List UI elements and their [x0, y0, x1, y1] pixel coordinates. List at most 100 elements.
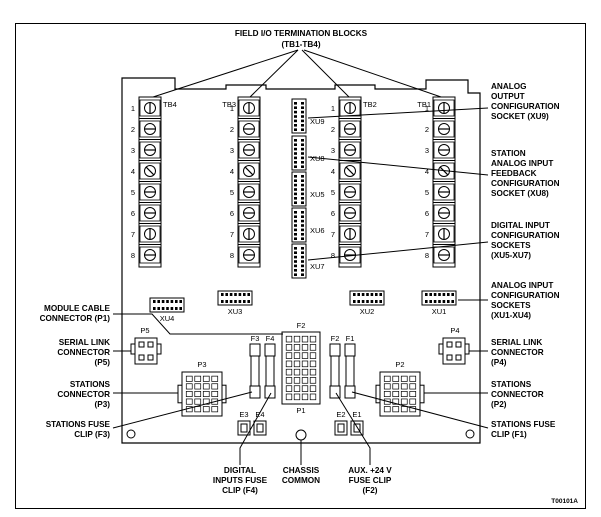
socket-label: XU3 [228, 307, 243, 316]
callout-analog-output: ANALOG OUTPUT CONFIGURATION SOCKET (XU9) [307, 82, 560, 121]
terminal-number: 6 [230, 209, 234, 218]
svg-text:(XU5-XU7): (XU5-XU7) [491, 251, 531, 260]
svg-text:(P5): (P5) [95, 358, 111, 367]
terminal-number: 2 [331, 125, 335, 134]
terminal-block-tb2: TB2 1 2 3 456 7 8 [331, 96, 377, 268]
terminal-screw: 7 [425, 223, 455, 243]
svg-text:CONNECTOR: CONNECTOR [57, 348, 110, 357]
callout-digital-fuse: DIGITAL INPUTS FUSE CLIP (F4) [213, 392, 272, 495]
svg-text:CLIP (F1): CLIP (F1) [491, 430, 527, 439]
svg-text:DIGITAL: DIGITAL [224, 466, 256, 475]
svg-text:STATION: STATION [491, 149, 526, 158]
terminal-number: 7 [230, 230, 234, 239]
svg-text:ANALOG: ANALOG [491, 82, 526, 91]
terminal-block-label: TB3 [222, 100, 236, 109]
svg-text:SOCKETS: SOCKETS [491, 301, 531, 310]
svg-text:SERIAL LINK: SERIAL LINK [491, 338, 542, 347]
svg-text:SOCKET (XU8): SOCKET (XU8) [491, 189, 549, 198]
terminal-number: 8 [425, 251, 429, 260]
terminal-screw: 5 [131, 181, 161, 201]
terminal-number: 3 [131, 146, 135, 155]
terminal-screw: 5 [230, 181, 260, 201]
fuse-f2-label: F2 [331, 334, 340, 343]
terminal-screw: 6 [331, 202, 361, 222]
svg-text:CONFIGURATION: CONFIGURATION [491, 179, 560, 188]
socket-xu5: XU5 [291, 171, 325, 207]
socket-label: XU8 [310, 154, 325, 163]
leds: E3 E4 E2 E1 [237, 410, 364, 436]
connector-p3: P3 [177, 360, 227, 417]
terminal-screw: 3 [331, 139, 361, 159]
terminal-block-label: TB2 [363, 100, 377, 109]
terminal-number: 3 [425, 146, 429, 155]
mount-hole-right [465, 429, 475, 439]
terminal-screw: 6 [230, 202, 260, 222]
terminal-screw: 2 [230, 118, 260, 138]
svg-text:CONFIGURATION: CONFIGURATION [491, 102, 560, 111]
svg-text:FEEDBACK: FEEDBACK [491, 169, 537, 178]
terminal-screw: 8 [131, 244, 161, 264]
fuse-f3 [249, 343, 261, 399]
connector-p1: F2 P1 [281, 321, 321, 415]
terminal-blocks: TB412345678TB312345678TB212345678TB11234… [131, 96, 456, 268]
terminal-screw: 1 [230, 99, 260, 117]
terminal-number: 5 [131, 188, 135, 197]
terminal-number: 5 [425, 188, 429, 197]
figure-id: T00101A [551, 498, 578, 505]
svg-text:AUX. +24 V: AUX. +24 V [348, 466, 392, 475]
svg-text:CLIP (F3): CLIP (F3) [74, 430, 110, 439]
svg-text:ANALOG INPUT: ANALOG INPUT [491, 159, 553, 168]
led-e3-label: E3 [239, 410, 248, 419]
terminal-screw: 8 [331, 244, 361, 264]
svg-text:INPUTS FUSE: INPUTS FUSE [213, 476, 268, 485]
svg-text:(P2): (P2) [491, 400, 507, 409]
terminal-number: 6 [131, 209, 135, 218]
terminal-number: 2 [131, 125, 135, 134]
svg-text:CHASSIS: CHASSIS [283, 466, 320, 475]
terminal-number: 8 [230, 251, 234, 260]
terminal-number: 1 [131, 104, 135, 113]
terminal-number: 7 [331, 230, 335, 239]
svg-text:ANALOG INPUT: ANALOG INPUT [491, 281, 553, 290]
socket-xu9: XU9 [291, 98, 325, 134]
fuse-f1 [344, 343, 356, 399]
callout-serial-p5: SERIAL LINK CONNECTOR (P5) [57, 338, 131, 367]
svg-text:(XU1-XU4): (XU1-XU4) [491, 311, 531, 320]
fuse-f4-label: F4 [266, 334, 275, 343]
socket-xu1: XU1 [421, 290, 457, 316]
terminal-number: 3 [331, 146, 335, 155]
callout-chassis: CHASSIS COMMON [282, 440, 320, 485]
callout-analog-input: ANALOG INPUT CONFIGURATION SOCKETS (XU1-… [458, 281, 560, 320]
svg-text:(P4): (P4) [491, 358, 507, 367]
svg-text:CONFIGURATION: CONFIGURATION [491, 231, 560, 240]
terminal-screw: 2 [331, 118, 361, 138]
connector-p5: P5 [130, 326, 162, 365]
terminal-number: 5 [230, 188, 234, 197]
svg-text:STATIONS: STATIONS [491, 380, 532, 389]
fuse-f3-label: F3 [251, 334, 260, 343]
svg-text:OUTPUT: OUTPUT [491, 92, 525, 101]
svg-text:(P3): (P3) [95, 400, 111, 409]
terminal-screw: 4 [230, 160, 260, 180]
terminal-screw: 5 [331, 181, 361, 201]
callout-stations-p2: STATIONS CONNECTOR (P2) [424, 380, 544, 409]
svg-text:(F2): (F2) [362, 486, 377, 495]
terminal-number: 1 [331, 104, 335, 113]
terminal-screw: 4 [331, 160, 361, 180]
terminal-screw: 6 [425, 202, 455, 222]
terminal-screw: 2 [425, 118, 455, 138]
terminal-number: 1 [230, 104, 234, 113]
terminal-screw: 6 [131, 202, 161, 222]
svg-text:CLIP (F4): CLIP (F4) [222, 486, 258, 495]
callout-aux-fuse: AUX. +24 V FUSE CLIP (F2) [335, 392, 392, 495]
svg-text:SERIAL LINK: SERIAL LINK [59, 338, 110, 347]
terminal-block-label: TB4 [163, 100, 177, 109]
callout-fuse-f3: STATIONS FUSE CLIP (F3) [46, 391, 253, 439]
socket-xu7: XU7 [291, 243, 325, 279]
svg-text:MODULE CABLE: MODULE CABLE [44, 304, 110, 313]
